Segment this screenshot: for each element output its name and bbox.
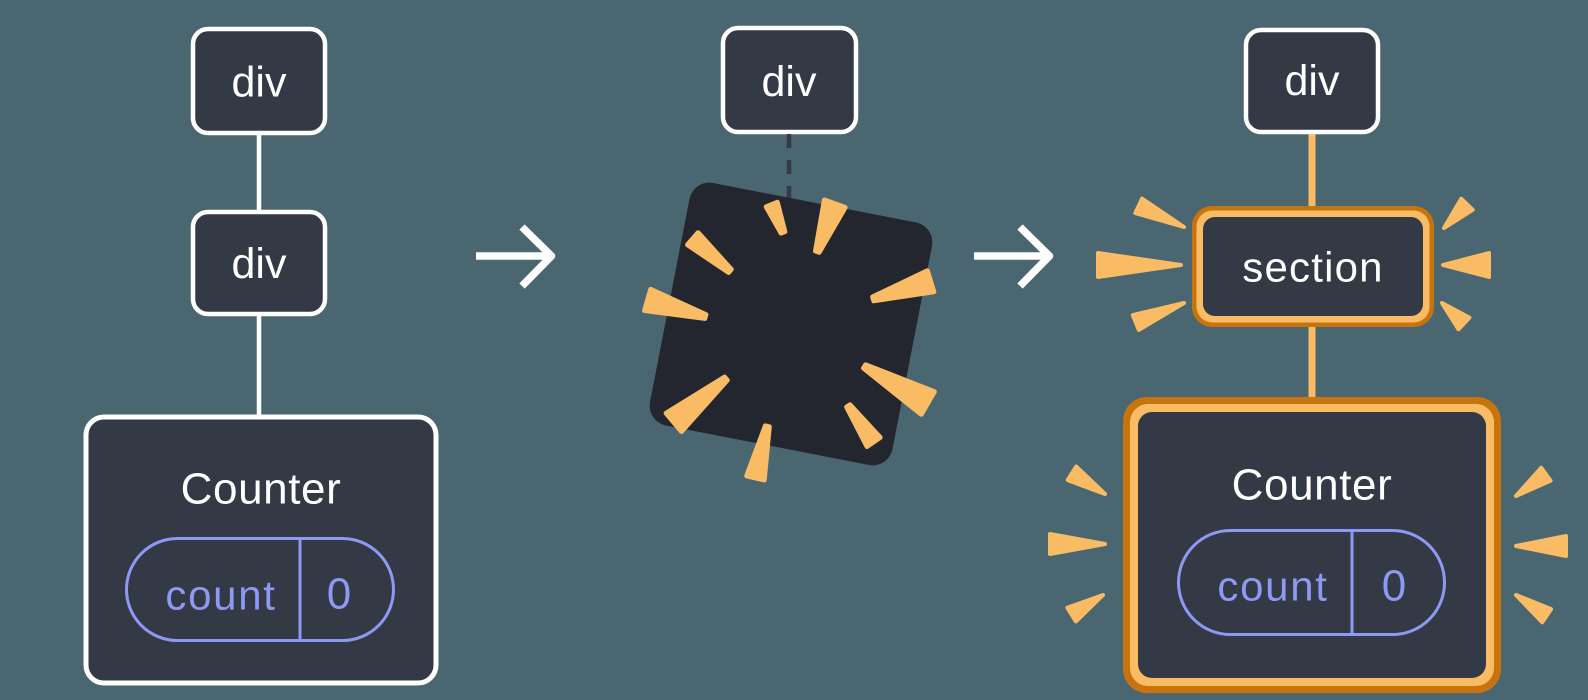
svg-text:div: div <box>232 240 287 288</box>
svg-text:0: 0 <box>1382 562 1406 611</box>
svg-text:count: count <box>165 572 276 619</box>
svg-text:div: div <box>232 59 287 107</box>
svg-text:Counter: Counter <box>181 465 342 514</box>
svg-text:section: section <box>1242 244 1383 291</box>
svg-text:div: div <box>1285 57 1340 105</box>
svg-text:count: count <box>1217 563 1328 610</box>
svg-text:div: div <box>762 58 817 106</box>
svg-text:Counter: Counter <box>1232 461 1393 510</box>
svg-text:0: 0 <box>327 570 351 619</box>
